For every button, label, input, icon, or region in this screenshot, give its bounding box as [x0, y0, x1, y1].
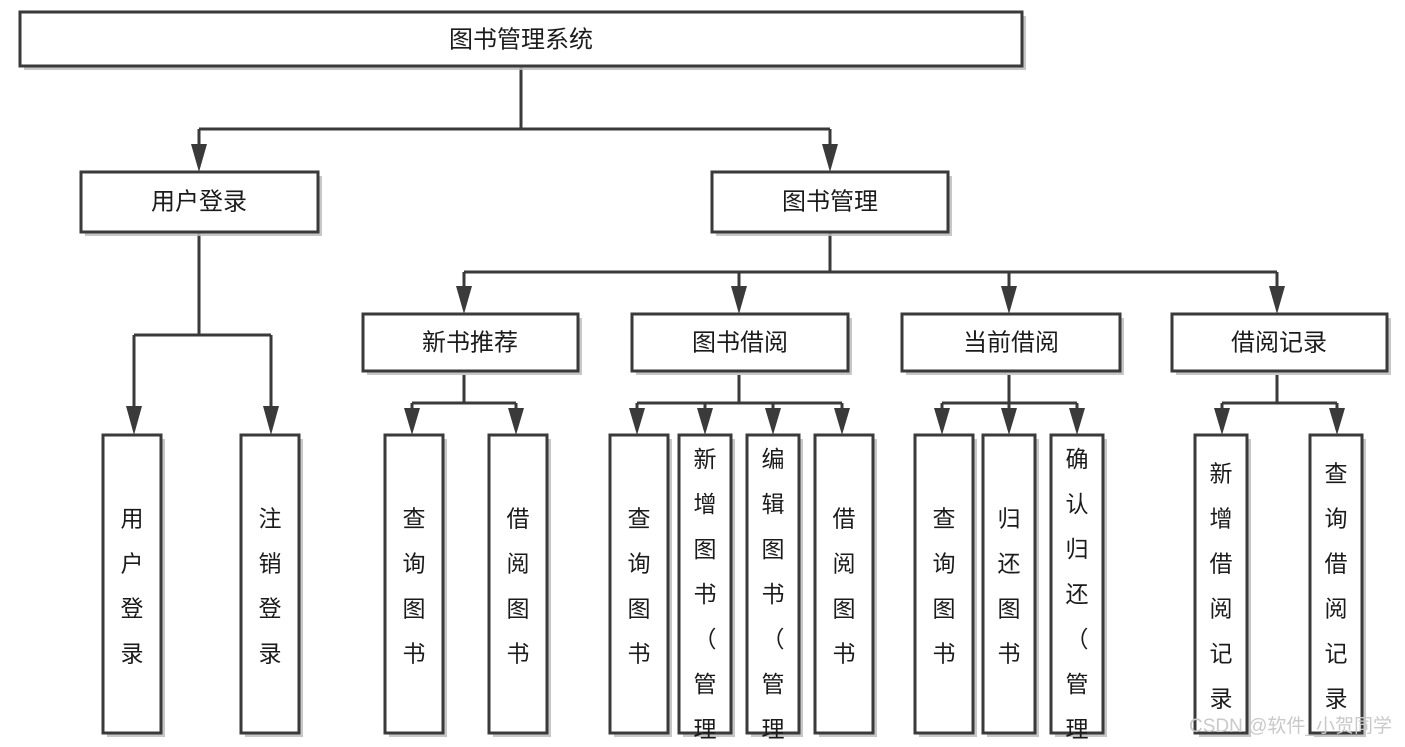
- node-leaf-query-book-1-label: 查询图书: [403, 506, 426, 667]
- node-borrow-record[interactable]: 借阅记录: [1170, 312, 1391, 375]
- arrow-head-leaf-add-record: [1214, 408, 1230, 435]
- arrow-head-leaf-query-book-1: [404, 408, 420, 435]
- arrow-head-leaf-query-record: [1329, 408, 1345, 435]
- node-leaf-confirm-return-box[interactable]: [1049, 433, 1105, 735]
- arrow-head-leaf-edit-book: [765, 408, 781, 435]
- node-leaf-query-book-1-box[interactable]: [383, 433, 445, 735]
- node-leaf-query-book-3[interactable]: 查询图书: [913, 433, 977, 737]
- node-new-book-recommend-label: 新书推荐: [422, 329, 518, 356]
- node-leaf-add-record[interactable]: 新增借阅记录: [1193, 433, 1251, 737]
- node-book-borrow[interactable]: 图书借阅: [630, 312, 852, 375]
- node-leaf-query-record-label: 查询借阅记录: [1325, 461, 1348, 712]
- leaf-nodes-layer: 用户登录 注销登录 查询图书 借阅图书 查询图书: [101, 433, 1366, 747]
- arrow-head-leaf-add-book: [697, 408, 713, 435]
- node-book-borrow-label: 图书借阅: [692, 329, 788, 356]
- connector-layer: [126, 66, 1345, 435]
- node-leaf-confirm-return[interactable]: 确认归还（管理员）: [1049, 433, 1107, 747]
- arrow-head-book-borrow: [731, 286, 747, 314]
- arrow-head-leaf-confirm-return: [1069, 408, 1085, 435]
- node-root-label: 图书管理系统: [449, 26, 593, 53]
- arrow-head-leaf-query-book-3: [934, 408, 950, 435]
- node-new-book-recommend-box[interactable]: [361, 312, 580, 373]
- node-leaf-edit-book[interactable]: 编辑图书（管理员）: [745, 433, 803, 747]
- node-borrow-record-box[interactable]: [1170, 312, 1389, 373]
- arrow-head-user-login: [191, 144, 207, 172]
- node-book-manage-label: 图书管理: [782, 188, 878, 215]
- node-leaf-borrow-book-2[interactable]: 借阅图书: [813, 433, 877, 737]
- arrow-head-leaf-query-book-2: [629, 408, 645, 435]
- node-leaf-edit-book-label: 编辑图书（管理员）: [762, 446, 785, 747]
- arrow-head-new-book-recommend: [456, 286, 472, 314]
- node-current-borrow[interactable]: 当前借阅: [900, 312, 1124, 375]
- node-leaf-borrow-book-1-label: 借阅图书: [507, 506, 530, 667]
- node-leaf-borrow-book-1-box[interactable]: [487, 433, 549, 735]
- node-leaf-return-book[interactable]: 归还图书: [981, 433, 1039, 737]
- node-user-login-label: 用户登录: [151, 188, 247, 215]
- node-root-box[interactable]: [18, 10, 1024, 68]
- node-leaf-borrow-book-1[interactable]: 借阅图书: [487, 433, 551, 737]
- node-book-manage[interactable]: 图书管理: [710, 170, 952, 236]
- node-leaf-return-book-box[interactable]: [981, 433, 1037, 735]
- node-book-manage-box[interactable]: [710, 170, 950, 234]
- arrow-head-current-borrow: [1001, 286, 1017, 314]
- arrow-head-leaf-borrow-book-1: [508, 408, 524, 435]
- node-leaf-query-record[interactable]: 查询借阅记录: [1308, 433, 1366, 737]
- node-root[interactable]: 图书管理系统: [18, 10, 1026, 70]
- node-user-login-box[interactable]: [79, 170, 320, 234]
- node-leaf-borrow-book-2-box[interactable]: [813, 433, 875, 735]
- node-current-borrow-label: 当前借阅: [963, 329, 1059, 356]
- node-leaf-query-book-1[interactable]: 查询图书: [383, 433, 447, 737]
- node-leaf-query-book-3-label: 查询图书: [933, 506, 956, 667]
- node-leaf-user-login[interactable]: 用户登录: [101, 433, 165, 737]
- node-book-borrow-box[interactable]: [630, 312, 850, 373]
- node-leaf-borrow-book-2-label: 借阅图书: [833, 506, 856, 667]
- node-user-login[interactable]: 用户登录: [79, 170, 322, 236]
- node-leaf-user-logout-box[interactable]: [239, 433, 301, 735]
- node-leaf-user-login-label: 用户登录: [121, 506, 144, 667]
- node-leaf-query-book-2-label: 查询图书: [628, 506, 651, 667]
- node-leaf-add-book-box[interactable]: [677, 433, 733, 735]
- arrow-head-leaf-user-login: [126, 406, 142, 435]
- node-leaf-user-login-box[interactable]: [101, 433, 163, 735]
- node-new-book-recommend[interactable]: 新书推荐: [361, 312, 582, 375]
- arrow-head-book-manage: [822, 144, 838, 172]
- arrow-head-leaf-user-logout: [263, 406, 279, 435]
- node-leaf-query-book-3-box[interactable]: [913, 433, 975, 735]
- node-leaf-add-record-box[interactable]: [1193, 433, 1249, 735]
- node-leaf-user-logout-label: 注销登录: [259, 506, 282, 667]
- node-current-borrow-box[interactable]: [900, 312, 1122, 373]
- node-leaf-user-logout[interactable]: 注销登录: [239, 433, 303, 737]
- node-leaf-add-record-label: 新增借阅记录: [1210, 461, 1233, 712]
- csdn-watermark: CSDN @软件_小贺同学: [1189, 715, 1392, 737]
- node-leaf-query-book-2-box[interactable]: [608, 433, 670, 735]
- node-borrow-record-label: 借阅记录: [1231, 329, 1327, 356]
- node-leaf-add-book-label: 新增图书（管理员）: [694, 446, 717, 747]
- node-leaf-edit-book-box[interactable]: [745, 433, 801, 735]
- arrow-head-borrow-record: [1269, 286, 1285, 314]
- node-leaf-query-book-2[interactable]: 查询图书: [608, 433, 672, 737]
- node-leaf-add-book[interactable]: 新增图书（管理员）: [677, 433, 735, 747]
- arrow-head-leaf-borrow-book-2: [834, 408, 850, 435]
- node-leaf-query-record-box[interactable]: [1308, 433, 1364, 735]
- node-leaf-confirm-return-label: 确认归还（管理员）: [1066, 446, 1089, 747]
- node-leaf-return-book-label: 归还图书: [998, 506, 1021, 667]
- arrow-head-leaf-return-book: [1001, 408, 1017, 435]
